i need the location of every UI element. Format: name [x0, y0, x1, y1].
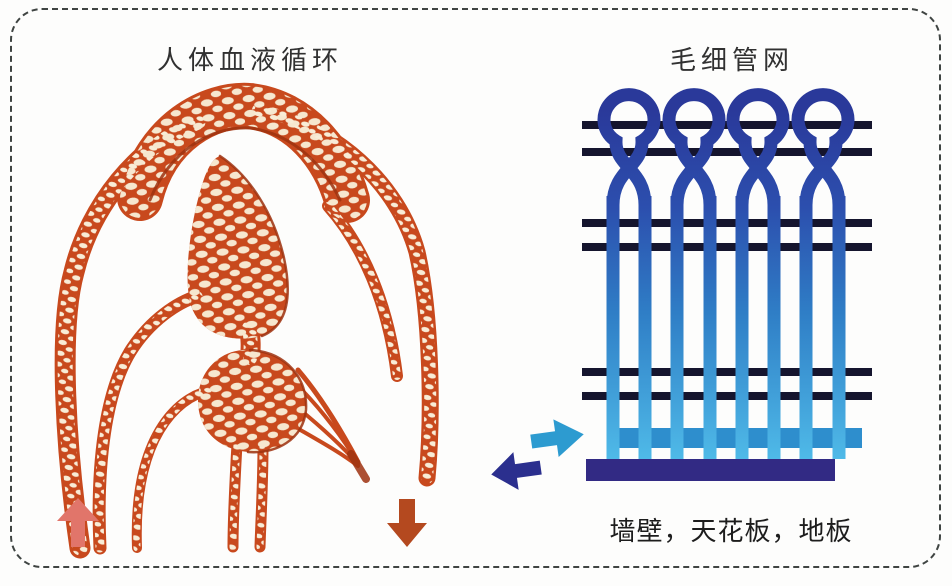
- crossbar: [582, 368, 872, 376]
- capillary-loop: [791, 88, 855, 212]
- crossbar: [582, 219, 872, 227]
- capillary-tube: [767, 196, 781, 459]
- right-panel-title: 毛细管网: [669, 45, 794, 75]
- surfaces-caption: 墙壁，天花板，地板: [609, 516, 853, 546]
- vessel-texture: [57, 85, 437, 556]
- flow-left-arrow-icon: [491, 452, 542, 490]
- capillary-loop: [662, 88, 726, 212]
- capillary-tube: [670, 196, 684, 459]
- capillary-tube-group: [606, 196, 846, 459]
- flow-right-arrow-icon: [530, 419, 584, 457]
- vessel-accents: [148, 126, 370, 483]
- capillary-loop-group: [597, 88, 855, 212]
- capillary-tube: [638, 196, 652, 459]
- down-arrow-icon: [387, 499, 427, 547]
- capillary-tube: [832, 196, 846, 459]
- crossbar: [582, 392, 872, 400]
- crossbar: [582, 243, 872, 251]
- capillary-loop: [726, 88, 790, 212]
- dashed-border: [10, 8, 941, 568]
- capillary-tube: [703, 196, 717, 459]
- up-arrow-icon: [57, 498, 99, 547]
- crossbar: [582, 148, 872, 156]
- capillary-network-diagram: [491, 88, 872, 490]
- capillary-tube: [799, 196, 813, 459]
- capillary-tube: [735, 196, 749, 459]
- left-panel-title: 人体血液循环: [156, 45, 343, 75]
- capillary-loop: [597, 88, 661, 212]
- blood-circulation-illustration: [54, 82, 439, 559]
- capillary-tube: [606, 196, 620, 459]
- vessel-inner-right-arch: [322, 200, 403, 382]
- base-bar: [586, 459, 835, 481]
